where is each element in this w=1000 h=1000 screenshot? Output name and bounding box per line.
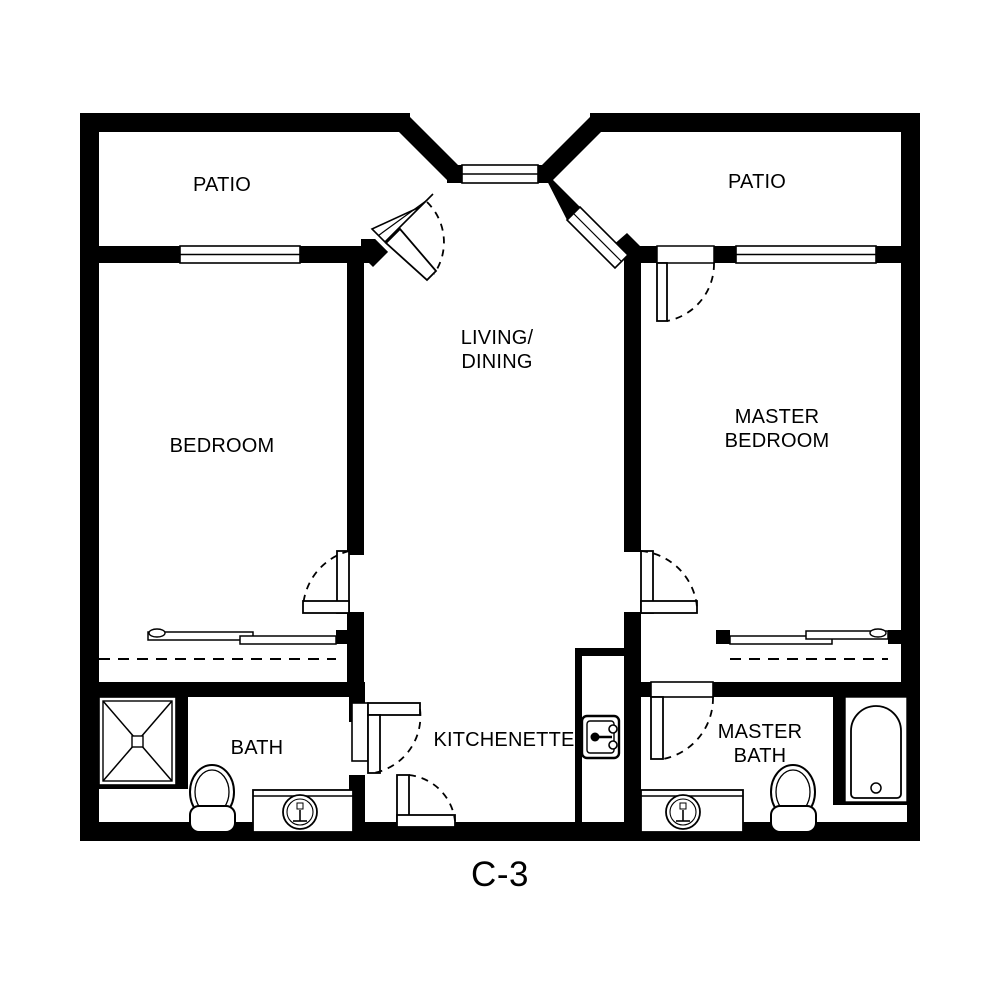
kitchen-sink — [580, 714, 621, 760]
wall-exterior-top-right — [590, 113, 920, 132]
swing-doors-group — [302, 245, 715, 828]
door-patio-right-master — [656, 245, 715, 322]
wall-patio-right-divider-right — [875, 246, 920, 263]
wall-closet-bath — [80, 682, 364, 697]
wall-kitchenette-masterbath — [624, 682, 641, 825]
recess-bath-left — [99, 789, 176, 822]
bottom-recess-group — [99, 789, 907, 822]
wall-bedroom-living — [347, 250, 364, 555]
vanity-sink-master — [640, 789, 744, 833]
wall-bedroom-closet-top-right — [336, 630, 364, 644]
vanity-sink-bath — [252, 789, 354, 833]
door-entry-left — [370, 193, 445, 282]
wall-exterior-right — [901, 113, 920, 841]
recess-master-right — [845, 805, 907, 822]
wall-angled-top-left — [393, 113, 460, 180]
wall-exterior-left — [80, 113, 99, 841]
window-entry-center — [461, 164, 539, 184]
closet-master — [729, 628, 889, 682]
wall-kitchen-counter-left — [575, 648, 582, 826]
wall-angled-lower-right — [540, 167, 580, 220]
master-bath-fixtures-group — [640, 696, 908, 833]
door-entry-right — [565, 205, 630, 270]
wall-master-closet-top-right — [888, 630, 920, 644]
wall-shower-right — [176, 690, 188, 783]
wall-kitchen-counter-top — [575, 648, 625, 656]
wall-exterior-top-left — [80, 113, 410, 132]
window-patio-left-bedroom — [179, 245, 301, 264]
bath-fixtures-group — [98, 696, 354, 833]
wall-patio-left-divider — [80, 246, 180, 263]
kitchen-fixtures-group — [580, 714, 621, 760]
entry-doors-group — [370, 193, 630, 282]
wall-master-living-lower — [624, 612, 641, 692]
wall-stub-center-left — [447, 165, 463, 183]
door-bedroom — [302, 550, 350, 614]
door-master-bath — [650, 681, 714, 760]
windows-group — [179, 164, 877, 264]
wall-master-living — [624, 252, 641, 552]
shower-stall — [98, 696, 177, 786]
toilet-bath — [189, 764, 236, 833]
window-patio-right-master — [735, 245, 877, 264]
door-bath — [351, 702, 422, 774]
walls-group — [80, 113, 920, 841]
wall-patio-right-divider-mid — [714, 246, 736, 263]
toilet-master — [770, 764, 817, 833]
wall-master-closet-top — [716, 630, 730, 644]
closets-group — [99, 628, 889, 682]
plan-title: C-3 — [471, 855, 529, 894]
wall-bedroom-closet-top — [80, 637, 99, 649]
door-master-bedroom — [640, 550, 698, 614]
bathtub-master — [844, 696, 908, 803]
closet-bedroom — [99, 628, 337, 682]
door-kitchenette — [396, 774, 456, 828]
wall-tub-left — [833, 690, 845, 800]
wall-angled-top-right — [540, 113, 607, 180]
wall-bedroom-living-lower — [347, 612, 364, 692]
